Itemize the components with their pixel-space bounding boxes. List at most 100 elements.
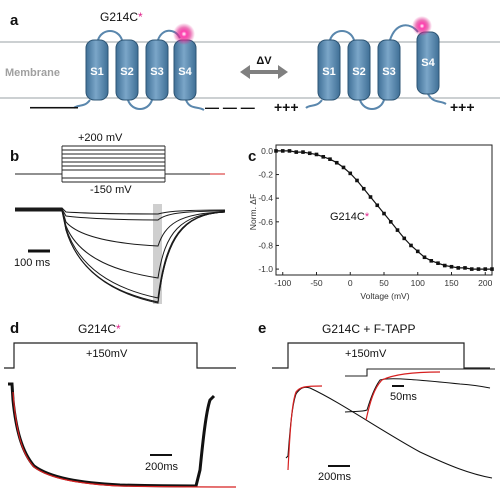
x-tick-label: 150 (444, 278, 458, 288)
x-tick-label: 0 (348, 278, 353, 288)
panel-d: d G214C* +150mV 200ms (4, 320, 237, 488)
fit-line-e (287, 385, 323, 471)
svg-text:S4: S4 (178, 66, 192, 78)
data-point (314, 152, 319, 157)
x-axis-label-c: Voltage (mV) (360, 291, 409, 301)
data-point (375, 203, 380, 208)
series-label-c: G214C* (330, 211, 370, 223)
data-point (388, 220, 393, 224)
fluorescence-trace-e (285, 386, 493, 479)
data-point (415, 249, 420, 254)
charge-minus-left: ——— (30, 99, 78, 116)
y-tick-label: -0.8 (258, 240, 273, 250)
scale-bar-inset-label: 50ms (390, 391, 417, 403)
data-point (422, 255, 427, 260)
y-tick-label: -0.2 (258, 170, 273, 180)
segment-s4-right: S4 (416, 31, 440, 95)
data-points-c (274, 149, 494, 271)
voltage-step-e (272, 342, 490, 369)
charge-plus-inner: +++ (274, 99, 299, 115)
data-point (307, 151, 312, 156)
c-term-tail-right (427, 93, 447, 105)
fit-line-d (12, 391, 237, 488)
data-point (436, 261, 440, 265)
x-tick-label: -50 (310, 278, 323, 288)
plot-frame-c (275, 144, 493, 276)
data-point (321, 155, 326, 159)
x-tick-label: -100 (274, 278, 291, 288)
scale-bar-e-label: 200ms (318, 471, 352, 483)
data-point (476, 267, 481, 271)
svg-text:S4: S4 (421, 57, 435, 69)
fluorescence-trace-inset (344, 378, 491, 413)
svg-text:S3: S3 (150, 66, 163, 78)
svg-text:S2: S2 (352, 66, 365, 78)
voltage-label-d: +150mV (86, 348, 128, 360)
title-d: G214C* (78, 322, 121, 336)
title-e: G214C + F-TAPP (322, 322, 415, 336)
voltage-label-top: +200 mV (78, 132, 123, 144)
panel-a: a Membrane G214C* S1 S2 S3 S4 — (0, 10, 500, 116)
data-point (483, 267, 488, 271)
data-point (449, 264, 454, 269)
data-point (334, 160, 339, 165)
data-point (348, 171, 353, 176)
n-term-tail (73, 99, 91, 109)
data-point (301, 150, 305, 154)
segment-s4-left: S4 (173, 39, 197, 101)
membrane-label: Membrane (5, 67, 60, 79)
data-point (382, 211, 386, 216)
data-point (361, 186, 366, 191)
data-point (442, 263, 447, 268)
y-tick-label: 0.0 (261, 146, 273, 156)
delta-v-arrow: ΔV (240, 55, 288, 79)
panel-letter-d: d (10, 320, 19, 337)
mutant-label-a: G214C* (100, 10, 143, 24)
data-point (280, 149, 285, 153)
data-point (490, 267, 494, 271)
segment-s3-right: S3 (377, 39, 401, 101)
loop-right-s2-s3 (359, 99, 385, 110)
voltage-protocol-b (15, 145, 225, 183)
panel-letter-b: b (10, 148, 19, 165)
data-point (402, 236, 407, 241)
shaded-region (153, 204, 162, 304)
scale-bar-d-label: 200ms (145, 461, 179, 473)
data-point (463, 266, 467, 270)
voltage-label-bottom: -150 mV (90, 184, 132, 196)
loop-s2-s3 (127, 99, 153, 110)
svg-text:S1: S1 (322, 66, 335, 78)
charge-plus-right: +++ (450, 99, 475, 115)
segment-s1-left: S1 (85, 39, 109, 101)
data-point (469, 267, 474, 271)
data-point (294, 150, 299, 154)
y-axis-label-c: Norm. ΔF (248, 194, 258, 230)
panel-letter-e: e (258, 320, 266, 337)
panel-letter-a: a (10, 12, 19, 29)
segment-s2-left: S2 (115, 39, 139, 101)
fluorophore-glow-left (173, 23, 195, 45)
fit-line-inset (365, 371, 441, 421)
scale-bar-b-label: 100 ms (14, 257, 51, 269)
y-tick-label: -0.6 (258, 217, 273, 227)
data-point (395, 228, 400, 232)
panel-letter-c: c (248, 148, 256, 165)
voltage-step-inset (345, 368, 495, 377)
data-point (409, 243, 413, 248)
fluorescence-traces-b (15, 207, 226, 304)
panel-e: e G214C + F-TAPP +150mV 200ms 50ms (258, 320, 495, 483)
fluorophore-glow-right (412, 16, 432, 36)
loop-right-s1-s2 (329, 30, 355, 41)
charge-minus-inner: — — — (205, 99, 255, 115)
data-point (368, 195, 373, 199)
fit-curve-path (276, 150, 492, 270)
loop-s1-s2 (97, 30, 123, 41)
y-tick-label: -0.4 (258, 193, 273, 203)
segment-s2-right: S2 (347, 39, 371, 101)
segment-s3-left: S3 (145, 39, 169, 101)
x-tick-label: 200 (478, 278, 492, 288)
svg-text:S2: S2 (120, 66, 133, 78)
